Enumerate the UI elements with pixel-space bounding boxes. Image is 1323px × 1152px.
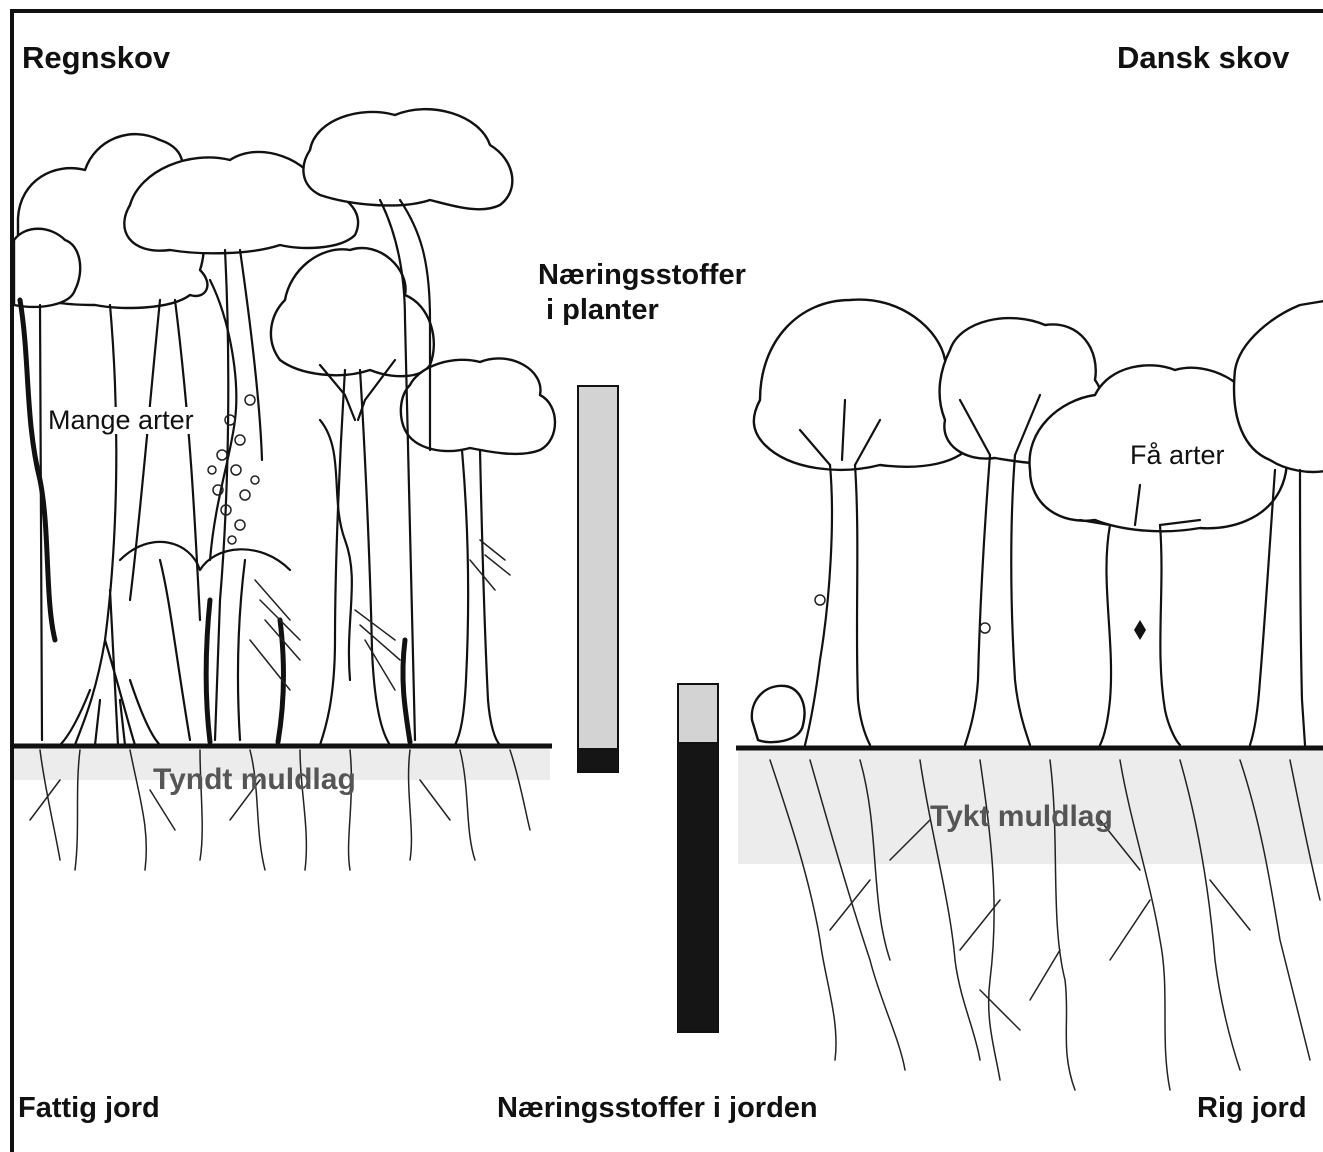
rainforest-title: Regnskov [22,42,170,73]
rich-soil-label: Rig jord [1197,1094,1307,1123]
danish-forest-title: Dansk skov [1117,42,1289,73]
rainforest-soil-nutrient-bar [578,749,618,772]
thin-humus-layer-label: Tyndt muldlag [153,765,356,795]
danish-forest-trees [736,300,1323,1090]
thick-humus-layer-label: Tykt muldlag [930,802,1113,832]
nutrient-bars [578,386,718,1032]
many-species-label: Mange arter [48,407,194,434]
poor-soil-label: Fattig jord [18,1094,160,1123]
nutrients-in-plants-line2: i planter [546,296,659,325]
rainforest-plants-nutrient-bar [578,386,618,749]
danish-soil-nutrient-bar [678,743,718,1032]
nutrients-in-plants-line1: Næringsstoffer [538,261,746,290]
danish-plants-nutrient-bar [678,684,718,743]
few-species-label: Få arter [1130,442,1225,469]
nutrients-in-soil-label: Næringsstoffer i jorden [497,1094,818,1123]
